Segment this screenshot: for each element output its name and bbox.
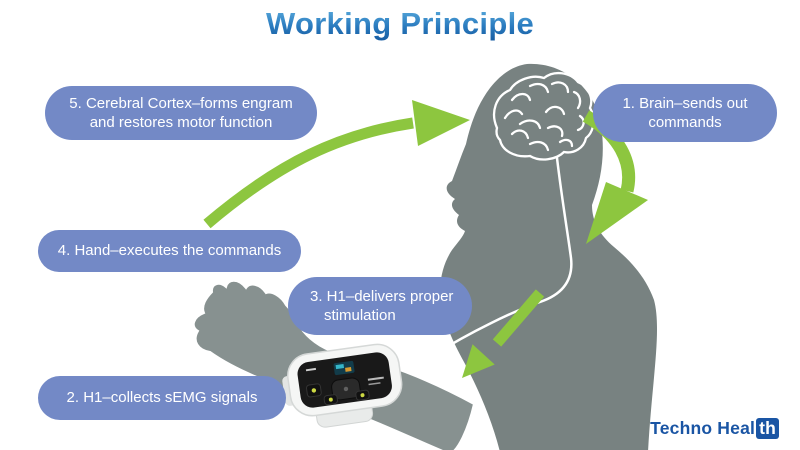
step-5-line-1: 5. Cerebral Cortex–forms engram — [69, 94, 293, 112]
step-label-4: 4. Hand–executes the commands — [38, 230, 301, 272]
step-3-line-1: 3. H1–delivers proper — [310, 287, 454, 305]
step-label-2: 2. H1–collects sEMG signals — [38, 376, 286, 420]
brain-icon — [492, 71, 595, 161]
step-label-1: 1. Brain–sends out commands — [593, 84, 777, 142]
screen-pixels — [345, 367, 352, 372]
step-2-line-1: 2. H1–collects sEMG signals — [66, 389, 258, 407]
step-4-line-1: 4. Hand–executes the commands — [57, 242, 282, 260]
step-1-line-2: commands — [648, 114, 722, 131]
screen-pixels — [335, 364, 345, 370]
device-print-mark — [368, 382, 381, 386]
step-1-line-1: 1. Brain–sends out — [622, 94, 748, 112]
brand-logo-text: Techno Heal — [650, 418, 756, 438]
arrow-feedback-to-brain — [203, 100, 470, 229]
arrow-to-device — [462, 289, 545, 378]
page-title: Working Principle — [0, 6, 800, 42]
button-glyph — [328, 397, 333, 402]
step-label-5: 5. Cerebral Cortex–forms engram and rest… — [45, 86, 317, 140]
step-label-3: 3. H1–delivers proper stimulation — [288, 277, 472, 335]
nerve-wire — [384, 156, 573, 374]
h1-device — [282, 343, 403, 428]
button-glyph — [311, 388, 317, 393]
step-5-line-2: and restores motor function — [89, 114, 273, 131]
button-glyph — [360, 393, 365, 398]
dpad-center — [343, 386, 349, 392]
device-print-mark — [367, 376, 384, 381]
device-print-mark — [305, 367, 317, 372]
brand-logo-badge: th — [756, 418, 779, 439]
body-silhouette — [440, 63, 657, 450]
step-3-line-2: stimulation — [324, 307, 396, 324]
